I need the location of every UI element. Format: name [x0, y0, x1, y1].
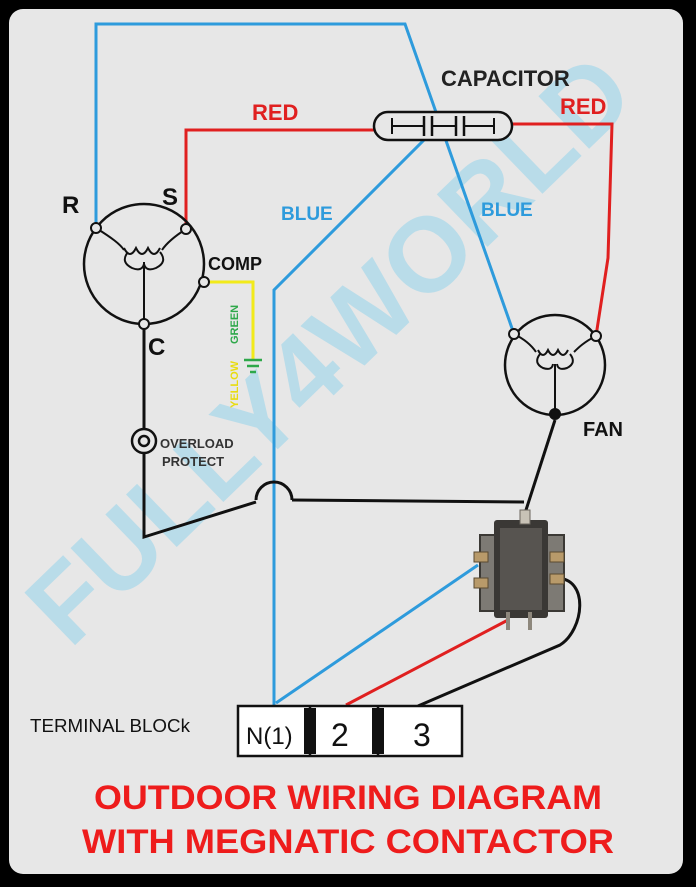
- protect-label: PROTECT: [162, 454, 224, 469]
- diagram-title-line-2: WITH MEGNATIC CONTACTOR: [82, 823, 614, 861]
- ground-wire: [206, 280, 255, 360]
- red-wire-label-left: RED: [252, 100, 298, 125]
- diagram-title-line-1: OUTDOOR WIRING DIAGRAM: [94, 779, 602, 817]
- magnetic-contactor: [473, 509, 565, 630]
- terminal-1-label: N(1): [246, 723, 293, 750]
- ground-yellow-label: YELLOW: [229, 360, 241, 408]
- terminal-r: [90, 222, 102, 234]
- capacitor-label: CAPACITOR: [441, 66, 570, 91]
- terminal-c: [138, 318, 150, 330]
- blue-wire-capacitor-to-terminal: [272, 126, 438, 705]
- red-wire-label-right: RED: [560, 94, 606, 119]
- terminal-block: [236, 704, 464, 758]
- black-wire-fan-to-contactor: [524, 419, 557, 511]
- overload-protector-icon: [130, 427, 158, 455]
- compressor-symbol: [82, 202, 206, 326]
- terminal-r-label: R: [62, 192, 79, 219]
- terminal-s-label: S: [162, 184, 178, 211]
- red-wire-s-to-capacitor: [184, 128, 378, 229]
- black-wire-contactor-to-terminal: [417, 576, 582, 708]
- capacitor: [372, 110, 514, 142]
- terminal-2-label: 2: [331, 717, 349, 753]
- fan-motor-symbol: [503, 313, 607, 417]
- blue-wire-label-left: BLUE: [281, 204, 333, 225]
- terminal-c-label: C: [148, 334, 165, 361]
- fan-terminal-common: [549, 408, 561, 420]
- blue-wire-r-to-fan: [94, 22, 516, 335]
- fan-label: FAN: [583, 419, 623, 441]
- blue-wire-contactor-to-terminal: [275, 563, 479, 705]
- black-wire-hop: [254, 480, 294, 501]
- red-wire-capacitor-to-fan: [506, 122, 614, 337]
- ground-green-label: GREEN: [229, 305, 241, 344]
- terminal-3-label: 3: [413, 717, 431, 753]
- terminal-s: [180, 223, 192, 235]
- red-wire-contactor-to-terminal: [345, 618, 509, 707]
- blue-wire-label-right: BLUE: [481, 200, 533, 221]
- black-wire-overload-to-hop: [142, 452, 257, 540]
- terminal-ground: [198, 276, 210, 288]
- black-wire-hop-to-contactor: [291, 498, 525, 504]
- compressor-label: COMP: [208, 254, 262, 274]
- terminal-block-label: TERMINAL BLOCk: [30, 716, 191, 736]
- overload-label: OVERLOAD: [160, 436, 234, 451]
- fan-terminal-left: [508, 328, 520, 340]
- fan-terminal-right: [590, 330, 602, 342]
